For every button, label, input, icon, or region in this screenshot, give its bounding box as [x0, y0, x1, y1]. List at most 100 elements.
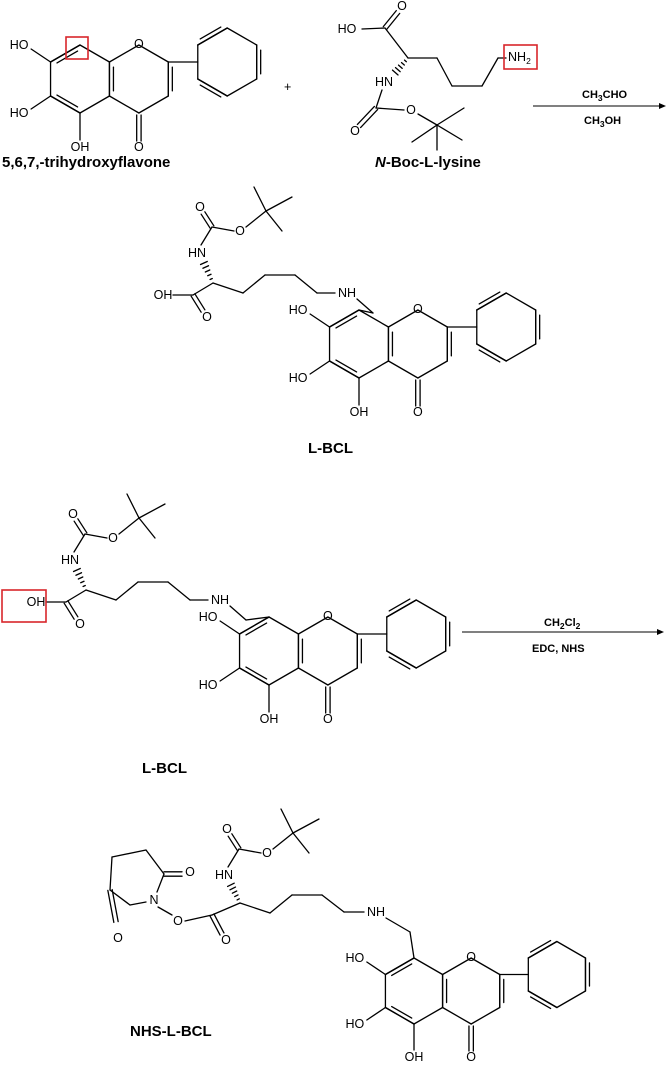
bond [386, 12, 401, 31]
boc-amine-label: HN [215, 868, 233, 882]
bond [470, 1006, 501, 1025]
stereo-hash [394, 66, 401, 73]
ring-oxygen-label: O [466, 950, 476, 964]
stereo-hash [207, 273, 212, 277]
bond [384, 27, 409, 59]
bond [245, 210, 267, 228]
bond [138, 503, 166, 519]
bond [335, 359, 358, 373]
bond [327, 667, 358, 686]
bond [441, 1006, 472, 1025]
bond [242, 274, 266, 294]
bond [77, 518, 88, 534]
bond [238, 848, 262, 854]
bond [470, 957, 501, 976]
stereo-hash [391, 69, 399, 76]
bond [209, 915, 221, 936]
bond [63, 602, 75, 620]
reactant2-name-rest: -Boc-L-lysine [386, 154, 481, 171]
bond [268, 667, 300, 686]
bond [138, 95, 169, 114]
stereo-hash [202, 265, 210, 269]
bond [226, 78, 258, 97]
reagent-2-top: CH2Cl2 [544, 617, 581, 631]
boc-ester-oxygen-label: O [235, 224, 245, 238]
bond [67, 600, 79, 618]
bond [253, 186, 267, 212]
bond [115, 581, 139, 601]
reaction-arrow-2: CH2Cl2 EDC, NHS [462, 617, 664, 655]
bond [358, 309, 390, 328]
bond [145, 849, 165, 875]
hydroxyl-5-label: OH [350, 405, 369, 419]
reactant2-name: N-Boc-L-lysine [375, 154, 481, 171]
acid-carbonyl-oxygen-label: O [202, 310, 212, 324]
bond [49, 95, 81, 114]
product2-name: NHS-L-BCL [130, 1023, 212, 1040]
bond [478, 349, 501, 363]
bond [200, 226, 213, 246]
bond [529, 996, 552, 1010]
bond [226, 27, 258, 46]
reactant2-name-italic: N [375, 154, 387, 171]
bond [79, 95, 111, 114]
bond [505, 292, 537, 311]
acid-hydroxyl-label: HO [338, 22, 357, 36]
bond [108, 95, 140, 114]
bond [409, 931, 415, 959]
stereo-hash [231, 890, 238, 894]
bond [292, 818, 320, 834]
bond [529, 939, 552, 953]
bond [361, 27, 386, 30]
hydroxyl-6-label: HO [199, 678, 218, 692]
stereo-hash [204, 269, 211, 273]
acid-carbonyl-oxygen-label: O [75, 617, 85, 631]
bond [387, 360, 419, 379]
stereo-hash [400, 61, 405, 66]
bond [321, 894, 345, 913]
bond [199, 84, 222, 98]
bond [245, 616, 270, 621]
bond [219, 667, 241, 682]
bond [199, 26, 222, 40]
stereo-hash [75, 572, 83, 576]
bond [265, 210, 283, 232]
bond [56, 50, 79, 64]
secondary-amine-label: NH [211, 593, 229, 607]
bond [328, 360, 360, 379]
bond [358, 309, 374, 314]
bond [156, 873, 165, 893]
bond [280, 808, 294, 834]
bond [328, 309, 360, 328]
bond [65, 589, 87, 603]
stereo-hash [236, 898, 240, 901]
bond [229, 605, 247, 621]
bond [190, 295, 202, 313]
bond [231, 833, 242, 849]
bond [211, 226, 235, 232]
bond [129, 901, 147, 906]
boc-amine-label: HN [375, 75, 393, 89]
bond [294, 274, 318, 294]
bond [327, 616, 358, 635]
boc-carbonyl-oxygen-label: O [68, 507, 78, 521]
secondary-amine-label: NH [367, 905, 385, 919]
acid-carbonyl-oxygen-label: O [397, 0, 407, 13]
stereo-hash [397, 64, 403, 69]
bond [417, 309, 448, 328]
bond [238, 616, 270, 635]
bond [239, 902, 271, 914]
bond [109, 856, 113, 891]
bond [219, 620, 241, 635]
hydroxyl-5-label: OH [71, 140, 90, 154]
bond [111, 888, 119, 923]
bond [476, 292, 507, 311]
bond [118, 517, 140, 535]
bond [384, 957, 415, 976]
bond [73, 533, 86, 553]
bond [56, 94, 79, 108]
bond [309, 360, 331, 375]
